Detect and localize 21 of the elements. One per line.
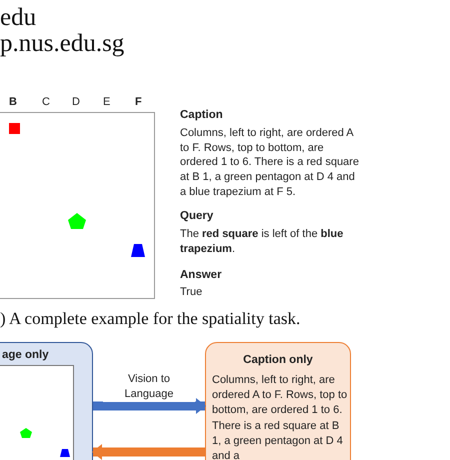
column-label: B	[9, 96, 17, 108]
edge-label: Vision to Language	[103, 372, 195, 402]
column-label: E	[103, 96, 110, 108]
panel-title: Caption only	[242, 354, 314, 366]
caption-text: Columns, left to right, are ordered A to F. Rows, top to bottom, are ordered 1 to 6. There is a red square at B 1, a green pentagon at D 4 and a blue trapezium at F 5.	[180, 126, 360, 200]
header-text: edu	[0, 4, 36, 32]
arrow	[93, 398, 206, 414]
panel-text: Columns, left to right, are ordered A to F. Rows, top to bottom, are ordered 1 to 6. There is a red square at B 1, a green pentagon at D 4 and a	[212, 373, 348, 460]
section-heading: Caption	[180, 109, 223, 121]
header-text: p.nus.edu.sg	[0, 30, 124, 58]
section-heading: Answer	[180, 269, 222, 281]
query-text: The red square is left of the blue trapezium.	[180, 227, 344, 256]
panel-title: age only	[2, 349, 49, 361]
column-label: F	[135, 96, 142, 108]
column-label: D	[72, 96, 80, 108]
arrow	[92, 444, 205, 460]
section-heading: Query	[180, 210, 214, 222]
figure-caption: ) A complete example for the spatiality task.	[0, 309, 300, 329]
answer-text: True	[180, 286, 202, 298]
column-label: C	[42, 96, 50, 108]
caption-panel	[205, 342, 351, 460]
